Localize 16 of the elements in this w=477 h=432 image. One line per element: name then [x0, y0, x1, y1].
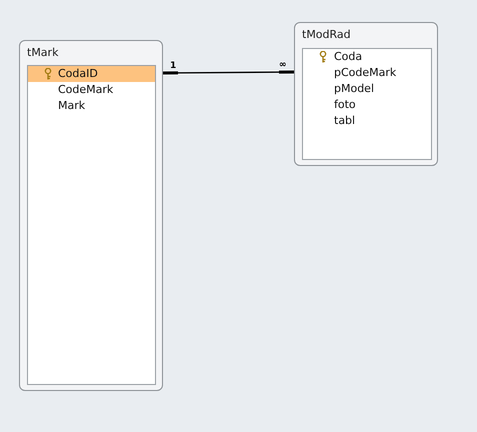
- cardinality-label: ∞: [279, 60, 286, 70]
- relationship-line: [163, 70, 294, 74]
- cardinality-label: 1: [170, 61, 176, 71]
- field-name: pModel: [334, 81, 374, 97]
- field-name: Mark: [58, 98, 86, 114]
- field-name: tabl: [334, 113, 356, 129]
- field-name: Coda: [334, 49, 362, 65]
- table-card: [19, 40, 163, 391]
- field-name: foto: [334, 97, 356, 113]
- field-name: pCodeMark: [334, 65, 396, 81]
- selected-field-row: [28, 66, 155, 82]
- table-title: tMark: [27, 46, 58, 59]
- field-name: CodeMark: [58, 82, 114, 98]
- field-name: CodaID: [58, 66, 98, 82]
- table-card: [294, 22, 438, 166]
- table-title: tModRad: [302, 28, 351, 41]
